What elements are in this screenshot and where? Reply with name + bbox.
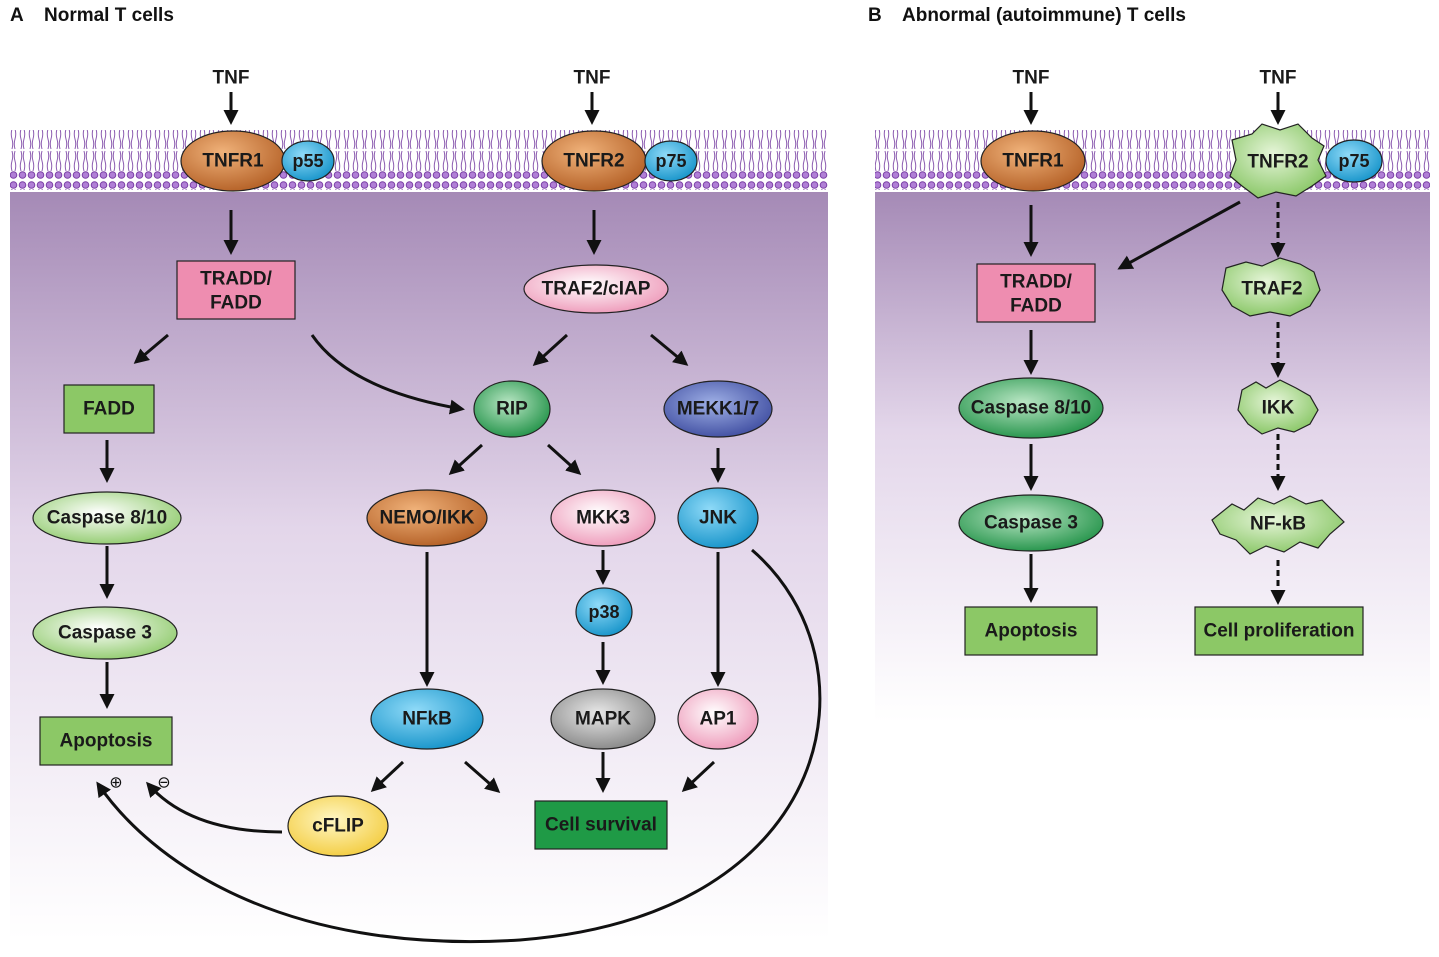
arrows-panel-a xyxy=(96,92,822,944)
cflip-label: cFLIP xyxy=(312,816,364,837)
panel-b-title: Abnormal (autoimmune) T cells xyxy=(902,5,1186,26)
tnfr2-label-b: TNFR2 xyxy=(1247,152,1308,173)
caspase-3-label-a: Caspase 3 xyxy=(58,623,152,644)
nfkb-node-a xyxy=(370,688,484,750)
tnfr2-label-a: TNFR2 xyxy=(563,151,624,172)
tnfr1-label-b: TNFR1 xyxy=(1002,151,1064,172)
traf2-label-b: TRAF2 xyxy=(1241,279,1302,300)
tradd-fadd-box-b xyxy=(976,263,1096,323)
cytoplasm-a xyxy=(10,192,828,940)
tnf-ligand-b1: TNF xyxy=(1013,68,1050,89)
p55-subunit xyxy=(281,140,335,182)
tnf-ligand-a2: TNF xyxy=(574,68,611,89)
plus-sign: ⊕ xyxy=(109,773,122,792)
mekk-label: MEKK1/7 xyxy=(677,399,759,420)
p75-label-a: p75 xyxy=(655,151,686,171)
nfkb-node-b xyxy=(1211,495,1345,555)
apoptosis-label-a: Apoptosis xyxy=(60,731,153,752)
panel-a-letter: A xyxy=(10,5,24,26)
fadd-box xyxy=(63,384,155,434)
p38-label: p38 xyxy=(588,602,619,622)
ap1-node xyxy=(677,688,759,750)
caspase-8-10-node-b xyxy=(958,377,1104,439)
rip-label: RIP xyxy=(496,399,528,420)
tradd-fadd-line1-a: TRADD/ xyxy=(200,269,272,290)
cell-membrane-a xyxy=(10,130,828,190)
jnk-label: JNK xyxy=(699,508,737,529)
mkk3-label: MKK3 xyxy=(576,508,630,529)
nfkb-label-b: NF-kB xyxy=(1250,514,1306,535)
tnfr1-receptor-b xyxy=(980,130,1086,192)
p75-subunit-a xyxy=(644,140,698,182)
cell-survival-label: Cell survival xyxy=(545,815,657,836)
cell-proliferation-box xyxy=(1194,606,1364,656)
tradd-fadd-line2-a: FADD xyxy=(210,293,262,314)
nemo-ikk-label: NEMO/IKK xyxy=(380,508,475,529)
tnf-ligand-b2: TNF xyxy=(1260,68,1297,89)
tnfr2-receptor-b-mutant xyxy=(1229,123,1327,199)
mkk3-node xyxy=(550,489,656,547)
tradd-fadd-line2-b: FADD xyxy=(1010,296,1062,317)
panel-b-letter: B xyxy=(868,5,882,26)
apoptosis-box-a xyxy=(39,716,173,766)
nfkb-label-a: NFkB xyxy=(402,709,452,730)
tnf-ligand-a1: TNF xyxy=(213,68,250,89)
caspase-8-10-node-a xyxy=(32,491,182,545)
tradd-fadd-line1-b: TRADD/ xyxy=(1000,272,1072,293)
caspase-3-node-a xyxy=(32,606,178,660)
nemo-ikk-node xyxy=(366,489,488,547)
tradd-fadd-box-a xyxy=(176,260,296,320)
p75-label-b: p75 xyxy=(1338,151,1369,171)
arrows-panel-b xyxy=(1023,92,1286,605)
cell-survival-box xyxy=(534,800,668,850)
mekk-node xyxy=(663,380,773,438)
p75-subunit-b xyxy=(1325,139,1383,183)
ikk-label-b: IKK xyxy=(1262,398,1295,419)
ap1-label: AP1 xyxy=(700,709,737,730)
caspase-3-node-b xyxy=(958,494,1104,552)
p55-label: p55 xyxy=(292,151,323,171)
tnfr1-label-a: TNFR1 xyxy=(202,151,264,172)
cflip-node xyxy=(287,795,389,857)
panel-a-title: Normal T cells xyxy=(44,5,174,26)
mapk-node xyxy=(550,688,656,750)
mapk-label: MAPK xyxy=(575,709,631,730)
caspase-8-10-label-b: Caspase 8/10 xyxy=(971,398,1091,419)
rip-node xyxy=(473,380,551,438)
fadd-label: FADD xyxy=(83,399,135,420)
ikk-node-b xyxy=(1237,379,1319,435)
apoptosis-box-b xyxy=(964,606,1098,656)
jnk-node xyxy=(677,487,759,549)
caspase-3-label-b: Caspase 3 xyxy=(984,513,1078,534)
traf2-node-b xyxy=(1221,257,1321,317)
traf2-ciap-node xyxy=(523,264,669,314)
apoptosis-label-b: Apoptosis xyxy=(985,621,1078,642)
p38-node xyxy=(575,587,633,637)
traf2-ciap-label: TRAF2/cIAP xyxy=(542,279,651,300)
cell-proliferation-label: Cell proliferation xyxy=(1204,621,1355,642)
caspase-8-10-label-a: Caspase 8/10 xyxy=(47,508,167,529)
minus-sign: ⊖ xyxy=(157,773,170,792)
